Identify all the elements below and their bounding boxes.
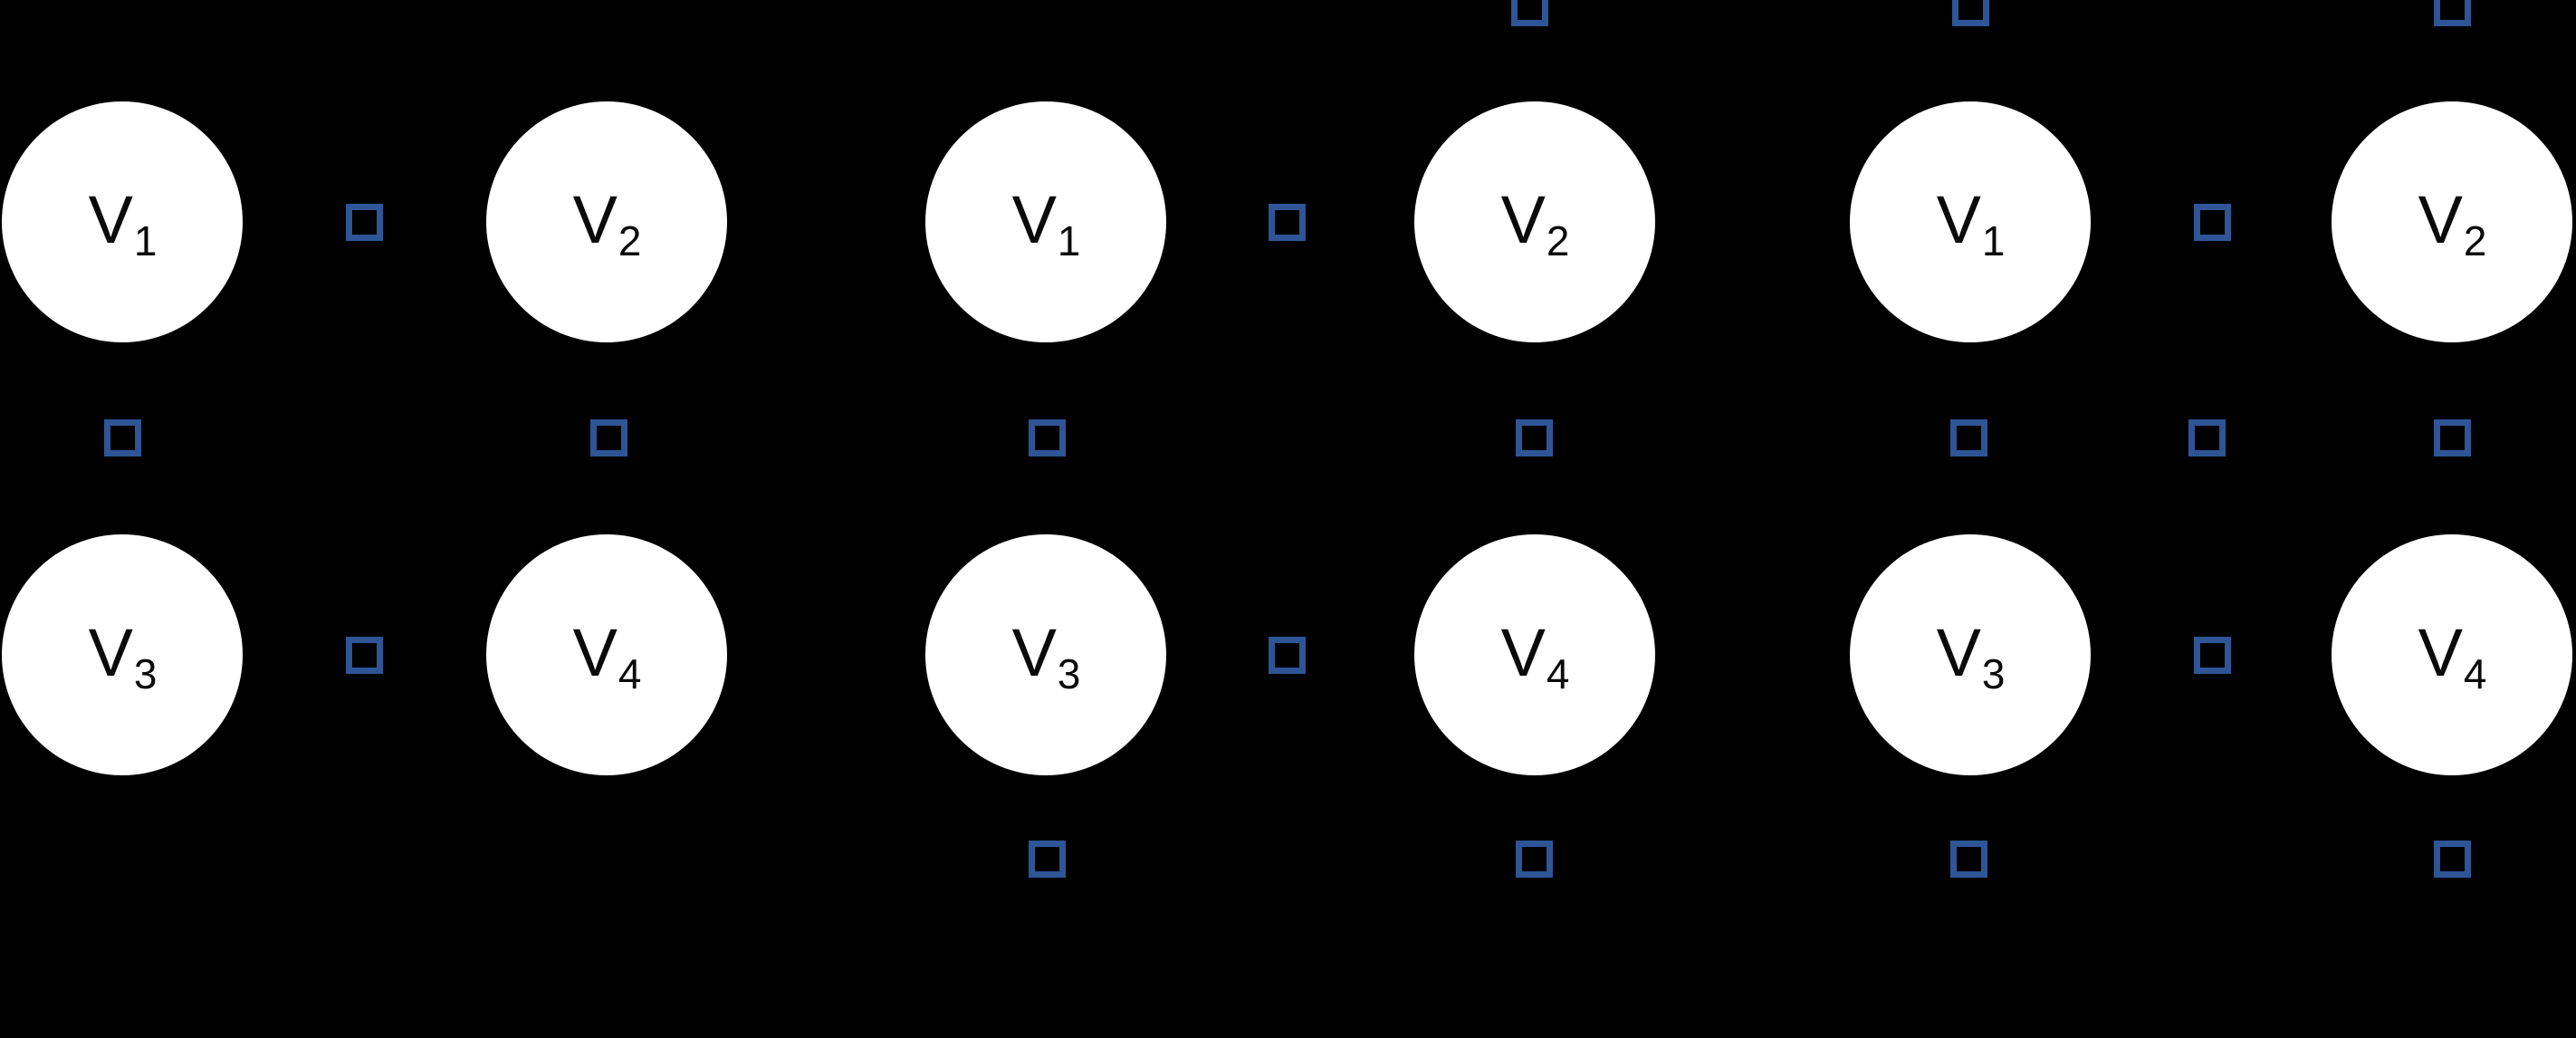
square-marker-icon	[2193, 636, 2231, 674]
square-marker-icon	[2433, 418, 2471, 457]
square-marker-icon	[345, 636, 383, 674]
square-marker-icon	[1268, 203, 1306, 241]
vertex-label-subscript: 4	[1546, 649, 1570, 697]
square-marker-icon	[1515, 840, 1553, 878]
square-marker-icon	[589, 418, 627, 457]
vertex-node: V2	[486, 101, 727, 342]
square-marker-icon	[2433, 840, 2471, 878]
vertex-label: V2	[1500, 182, 1570, 264]
vertex-node: V4	[1414, 534, 1655, 775]
square-marker-icon	[1268, 636, 1306, 674]
vertex-label-subscript: 3	[1057, 649, 1081, 697]
vertex-label: V3	[1936, 615, 2006, 697]
vertex-label: V4	[2418, 615, 2487, 697]
vertex-label-subscript: 1	[1057, 216, 1081, 264]
vertex-node: V1	[2, 101, 243, 342]
square-marker-icon	[1515, 418, 1553, 457]
square-marker-icon	[2193, 203, 2231, 241]
vertex-label-subscript: 1	[133, 216, 158, 264]
vertex-label-subscript: 1	[1981, 216, 2006, 264]
square-marker-icon	[1028, 840, 1066, 878]
square-marker-icon	[345, 203, 383, 241]
vertex-label-subscript: 2	[618, 216, 642, 264]
vertex-node: V3	[925, 534, 1166, 775]
vertex-label-subscript: 3	[133, 649, 158, 697]
square-marker-icon	[1949, 840, 1987, 878]
square-marker-icon	[2188, 418, 2226, 457]
square-marker-icon	[1951, 0, 1989, 26]
vertex-label-subscript: 3	[1981, 649, 2006, 697]
vertex-label-subscript: 2	[1546, 216, 1570, 264]
square-marker-icon	[2433, 0, 2471, 26]
vertex-node: V4	[2332, 534, 2572, 775]
vertex-label: V3	[1011, 615, 1081, 697]
vertex-label: V3	[88, 615, 158, 697]
vertex-label: V1	[1936, 182, 2006, 264]
vertex-node: V1	[925, 101, 1166, 342]
vertex-node: V4	[486, 534, 727, 775]
vertex-node: V3	[1850, 534, 2091, 775]
square-marker-icon	[1028, 418, 1066, 457]
vertex-node: V2	[1414, 101, 1655, 342]
square-marker-icon	[1510, 0, 1548, 26]
square-marker-icon	[103, 418, 141, 457]
vertex-node: V3	[2, 534, 243, 775]
vertex-label: V2	[2418, 182, 2487, 264]
vertex-label: V1	[88, 182, 158, 264]
vertex-node: V1	[1850, 101, 2091, 342]
vertex-label-subscript: 4	[2463, 649, 2487, 697]
vertex-label: V2	[572, 182, 642, 264]
vertex-label-subscript: 2	[2463, 216, 2487, 264]
vertex-label: V4	[1500, 615, 1570, 697]
vertex-label-subscript: 4	[618, 649, 642, 697]
vertex-node: V2	[2332, 101, 2572, 342]
vertex-label: V1	[1011, 182, 1081, 264]
vertex-label: V4	[572, 615, 642, 697]
square-marker-icon	[1949, 418, 1987, 457]
